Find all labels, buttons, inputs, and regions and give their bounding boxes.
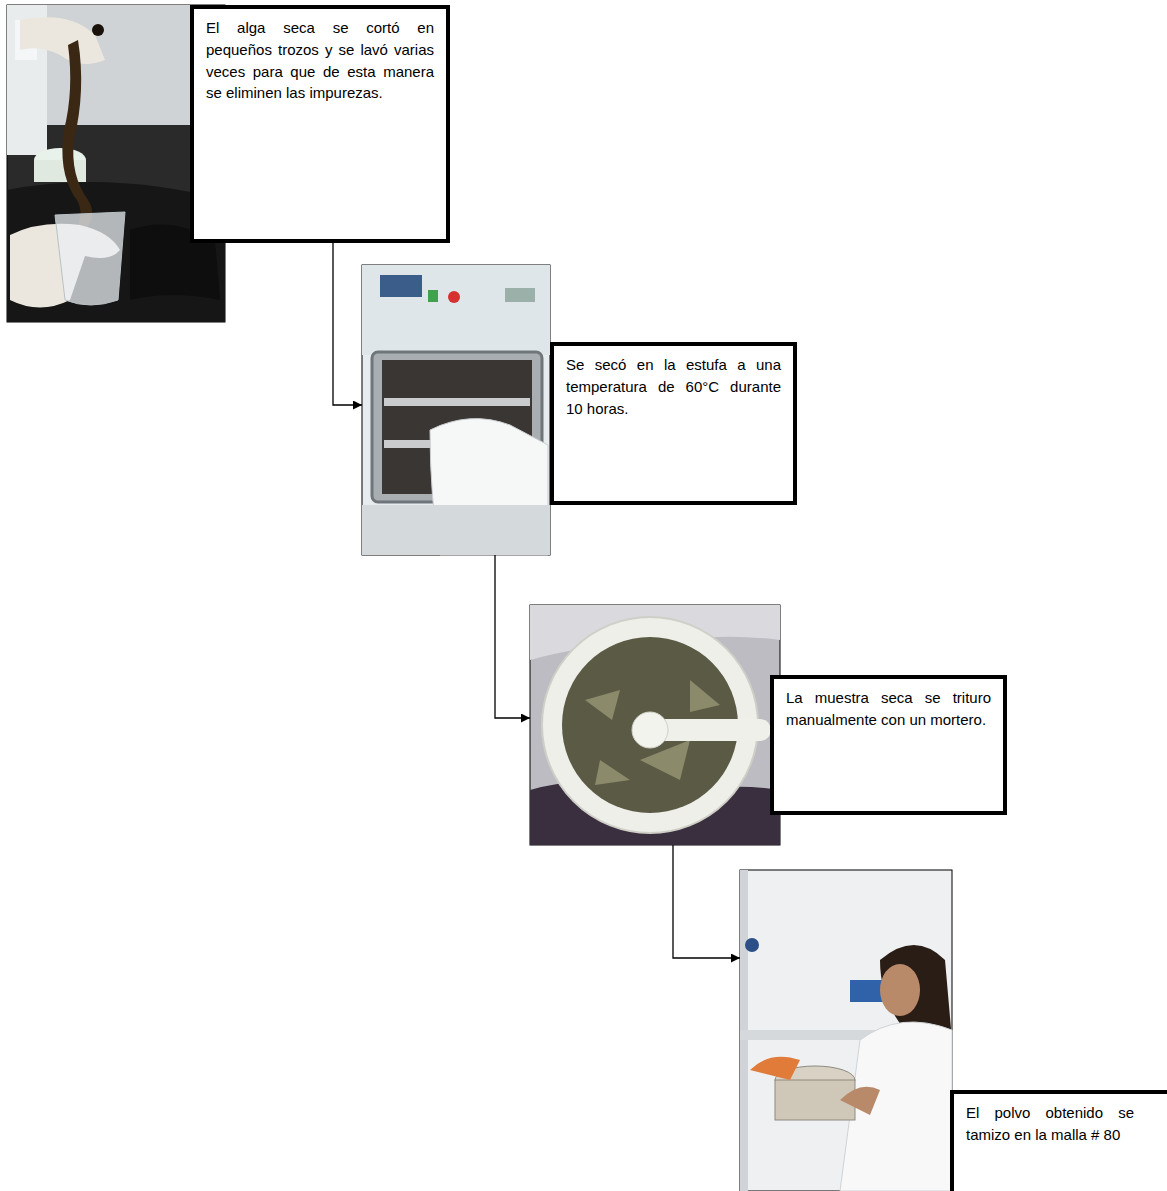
seaweed (62, 40, 92, 232)
pestle-head (632, 712, 668, 748)
flow-arrow (673, 845, 740, 958)
step-text: Se secó en la estufa a una temperatura d… (566, 354, 781, 419)
step-box: La muestra seca se trituro manualmente c… (770, 675, 1007, 815)
glove (20, 17, 105, 64)
flow-arrow (333, 243, 362, 405)
oven-logo (380, 275, 422, 297)
photo-frame (740, 870, 952, 1191)
oven-display (505, 288, 535, 302)
oven-switch (428, 290, 438, 302)
blue-box (850, 980, 884, 1002)
seaweed-tip (92, 24, 104, 36)
step-text: La muestra seca se trituro manualmente c… (786, 687, 991, 731)
photo-frame (530, 605, 780, 845)
oven-button (448, 291, 460, 303)
oven-panel (362, 265, 550, 355)
lab-coat (840, 1022, 952, 1191)
counter (362, 505, 550, 555)
container (34, 160, 86, 182)
sieving-photo (740, 870, 952, 1191)
oven-tray (384, 398, 530, 406)
oven-photo (362, 265, 550, 555)
mortar-photo (530, 605, 780, 845)
step-box: Se secó en la estufa a una temperatura d… (550, 342, 797, 505)
sign (745, 938, 759, 952)
photo-frame (362, 265, 550, 555)
step-box: El alga seca se cortó en pequeños trozos… (190, 5, 450, 243)
hand (840, 1087, 880, 1115)
step-text: El polvo obtenido se tamizo en la malla … (966, 1102, 1134, 1146)
step-box: El polvo obtenido se tamizo en la malla … (950, 1090, 1167, 1191)
step-text: El alga seca se cortó en pequeños trozos… (206, 17, 434, 104)
cup (55, 212, 125, 305)
flow-arrow (495, 555, 530, 718)
face (880, 964, 920, 1016)
tube (750, 1057, 800, 1080)
